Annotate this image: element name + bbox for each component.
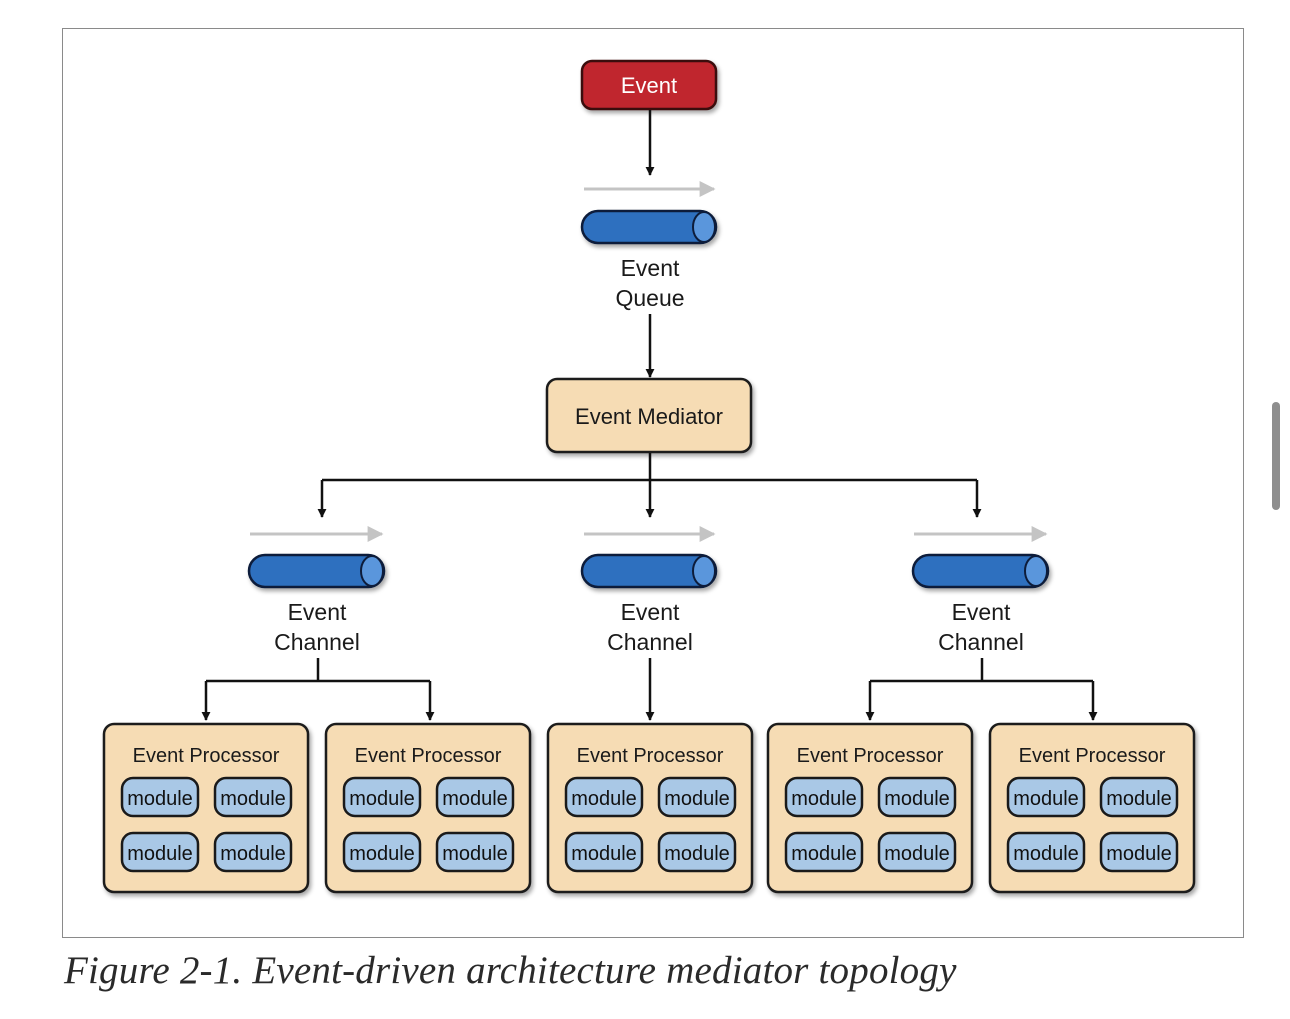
channel-1-to-processors-connector xyxy=(201,658,435,721)
module-label: module xyxy=(791,788,857,810)
module: module xyxy=(120,831,200,873)
processor-3-title: Event Processor xyxy=(577,745,724,767)
channel-3-label-line1: Event xyxy=(952,599,1011,625)
module: module xyxy=(657,831,737,873)
mediator-topology-diagram: Event Event Queue Event Mediator Event C… xyxy=(102,59,1196,894)
module: module xyxy=(564,831,644,873)
module: module xyxy=(1006,831,1086,873)
event-channel-2: Event Channel xyxy=(580,526,718,655)
module: module xyxy=(877,831,957,873)
module: module xyxy=(342,776,422,818)
module-label: module xyxy=(442,843,508,865)
module-label: module xyxy=(127,843,193,865)
module-label: module xyxy=(664,788,730,810)
module-label: module xyxy=(571,843,637,865)
event-processor-2: Event Processor module module module mod… xyxy=(324,722,532,894)
scrollbar-thumb[interactable] xyxy=(1272,402,1280,510)
event-mediator: Event Mediator xyxy=(545,377,753,454)
module-label: module xyxy=(791,843,857,865)
channel-1-label-line1: Event xyxy=(288,599,347,625)
module-label: module xyxy=(220,788,286,810)
figure-caption: Figure 2-1. Event-driven architecture me… xyxy=(64,949,957,992)
module: module xyxy=(435,831,515,873)
channel-3-label-line2: Channel xyxy=(938,629,1024,655)
module-label: module xyxy=(1013,843,1079,865)
mediator-fanout-connector xyxy=(317,453,982,518)
module-label: module xyxy=(442,788,508,810)
module: module xyxy=(1006,776,1086,818)
event-processors: Event Processor module module module mod… xyxy=(102,722,1196,894)
event-queue: Event Queue xyxy=(580,181,718,311)
channel-2-pipe-icon xyxy=(580,553,718,589)
event-processor-3: Event Processor module module module mod… xyxy=(546,722,754,894)
channel-2-label-line1: Event xyxy=(621,599,680,625)
module: module xyxy=(213,831,293,873)
processor-2-title: Event Processor xyxy=(355,745,502,767)
module: module xyxy=(1099,776,1179,818)
event-processor-1: Event Processor module module module mod… xyxy=(102,722,310,894)
module-label: module xyxy=(220,843,286,865)
event-channel-3: Event Channel xyxy=(911,526,1050,655)
module-label: module xyxy=(664,843,730,865)
processor-1-title: Event Processor xyxy=(133,745,280,767)
module: module xyxy=(784,776,864,818)
channel-1-label-line2: Channel xyxy=(274,629,360,655)
module: module xyxy=(784,831,864,873)
module-label: module xyxy=(884,788,950,810)
module: module xyxy=(435,776,515,818)
module-label: module xyxy=(1106,788,1172,810)
module-label: module xyxy=(1013,788,1079,810)
channel-1-pipe-icon xyxy=(247,553,386,589)
event-node: Event xyxy=(580,59,718,111)
module-label: module xyxy=(1106,843,1172,865)
module: module xyxy=(1099,831,1179,873)
module-label: module xyxy=(571,788,637,810)
module-label: module xyxy=(349,843,415,865)
channel-2-label-line2: Channel xyxy=(607,629,693,655)
event-processor-4: Event Processor module module module mod… xyxy=(766,722,974,894)
event-processor-5: Event Processor module module module mod… xyxy=(988,722,1196,894)
event-label: Event xyxy=(621,73,677,98)
queue-pipe-icon xyxy=(580,209,718,245)
queue-label-line2: Queue xyxy=(615,285,684,311)
channel-3-pipe-icon xyxy=(911,553,1050,589)
channel-3-to-processors-connector xyxy=(865,658,1098,721)
module: module xyxy=(342,831,422,873)
module: module xyxy=(877,776,957,818)
module: module xyxy=(564,776,644,818)
module: module xyxy=(657,776,737,818)
processor-4-title: Event Processor xyxy=(797,745,944,767)
module: module xyxy=(120,776,200,818)
module-label: module xyxy=(127,788,193,810)
event-channel-1: Event Channel xyxy=(247,526,386,655)
module-label: module xyxy=(349,788,415,810)
module-label: module xyxy=(884,843,950,865)
queue-label-line1: Event xyxy=(621,255,680,281)
processor-5-title: Event Processor xyxy=(1019,745,1166,767)
mediator-label: Event Mediator xyxy=(575,404,723,429)
module: module xyxy=(213,776,293,818)
